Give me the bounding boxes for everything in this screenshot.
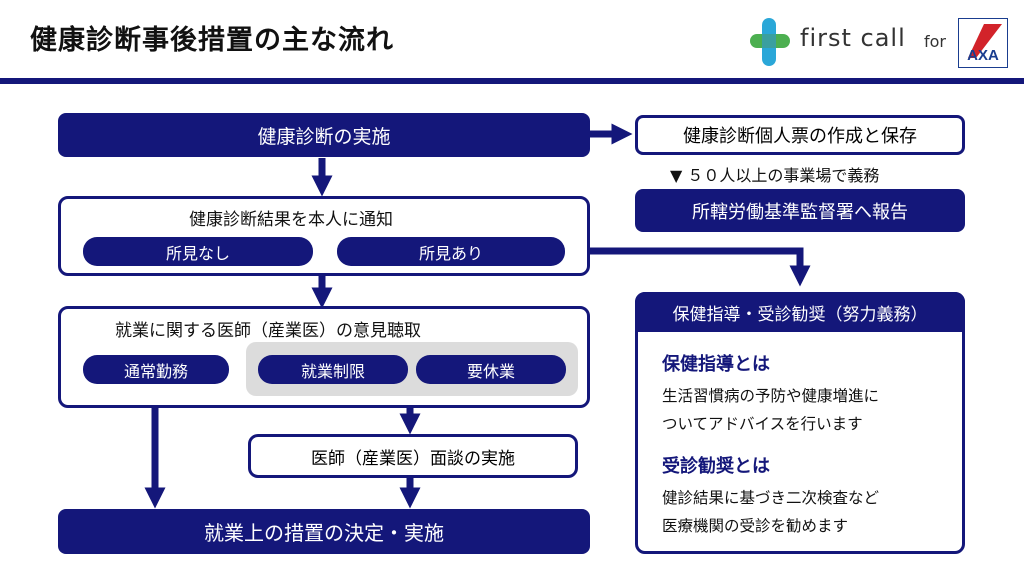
step-opinion-label: 就業に関する医師（産業医）の意見聴取 bbox=[115, 321, 421, 341]
report-box: 所轄労働基準監督署へ報告 bbox=[635, 189, 965, 232]
record-box: 健康診断個人票の作成と保存 bbox=[635, 115, 965, 155]
step-health-checkup: 健康診断の実施 bbox=[58, 113, 590, 157]
step-notify-label: 健康診断結果を本人に通知 bbox=[189, 210, 393, 230]
page-title: 健康診断事後措置の主な流れ bbox=[30, 25, 394, 56]
first-call-cross-icon bbox=[750, 18, 790, 66]
axa-logo-text: AXA bbox=[967, 47, 999, 64]
guidance-title: 保健指導とは bbox=[662, 354, 770, 375]
guidance-panel bbox=[635, 292, 965, 554]
guidance-line-2: ついてアドバイスを行います bbox=[662, 415, 863, 433]
axa-logo-icon: AXA bbox=[958, 18, 1008, 68]
option-findings: 所見あり bbox=[337, 237, 565, 266]
option-work-restriction: 就業制限 bbox=[258, 355, 408, 384]
step-interview: 医師（産業医）面談の実施 bbox=[248, 434, 578, 478]
step-decision: 就業上の措置の決定・実施 bbox=[58, 509, 590, 554]
option-leave: 要休業 bbox=[416, 355, 566, 384]
brand-for: for bbox=[924, 32, 946, 51]
guidance-line-1: 生活習慣病の予防や健康増進に bbox=[662, 387, 880, 405]
option-normal-work: 通常勤務 bbox=[83, 355, 229, 384]
recommend-title: 受診勧奨とは bbox=[662, 456, 770, 477]
record-note: ▼ ５０人以上の事業場で義務 bbox=[670, 166, 880, 185]
guidance-header: 保健指導・受診勧奨（努力義務） bbox=[635, 292, 965, 332]
first-call-logo: first call for AXA bbox=[748, 14, 1016, 70]
recommend-line-1: 健診結果に基づき二次検査など bbox=[662, 489, 880, 507]
option-no-findings: 所見なし bbox=[83, 237, 313, 266]
recommend-line-2: 医療機関の受診を勧めます bbox=[662, 517, 849, 535]
header-rule bbox=[0, 78, 1024, 84]
arrow-to-guidance bbox=[565, 247, 811, 287]
brand-name: first call bbox=[800, 24, 906, 52]
